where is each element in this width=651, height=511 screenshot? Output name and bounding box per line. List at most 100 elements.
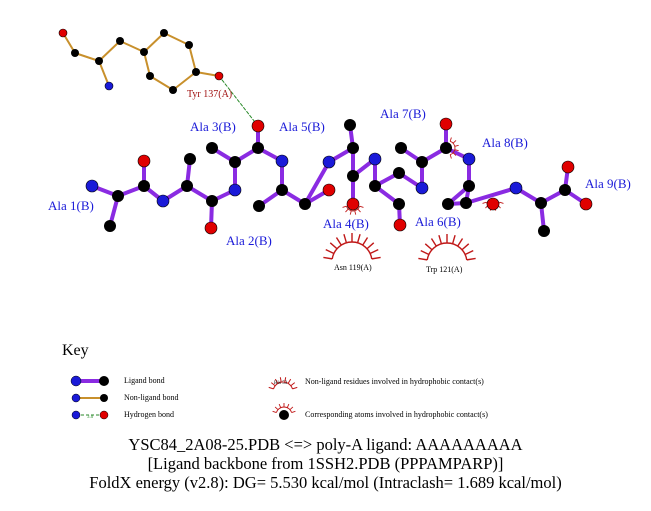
oxygen-atom — [251, 119, 265, 133]
nitrogen-atom — [85, 179, 99, 193]
nitrogen-atom — [415, 181, 429, 195]
key-hydrophobic-residue-icon — [268, 377, 298, 390]
residue-label-ala9: Ala 9(B) — [585, 176, 631, 191]
nitrogen-atom — [156, 194, 170, 208]
carbon-atom — [416, 156, 428, 168]
trp121-hydrophobic-arc-spike — [420, 250, 430, 256]
carbon-atom — [253, 200, 265, 212]
ala7-c-hydrophobic-arc-spike — [454, 149, 459, 152]
ala4-cb-hydrophobic-arc-spike — [359, 205, 364, 208]
caption-line-3: FoldX energy (v2.8): DG= 5.530 kcal/mol … — [89, 473, 562, 492]
carbon-atom — [184, 153, 196, 165]
carbon-atom — [395, 142, 407, 154]
hydrogen-bond — [218, 75, 259, 127]
asn119-hydrophobic-arc-spike — [366, 242, 375, 250]
key-hydrogen-bond-distance: 3.0 — [87, 415, 94, 420]
asn119-hydrophobic-arc-arc — [331, 241, 373, 259]
ala7-c-hydrophobic-arc-spike — [449, 137, 452, 142]
carbon-atom — [252, 142, 264, 154]
trp121-hydrophobic-arc-spike — [466, 257, 476, 261]
residue-label-ala8: Ala 8(B) — [482, 135, 528, 150]
residue-label-ala3: Ala 3(B) — [190, 119, 236, 134]
key-atom-arc-spike — [274, 406, 279, 410]
trp121-hydrophobic-arc-arc — [426, 242, 468, 260]
carbon-atom — [344, 119, 356, 131]
caption: YSC84_2A08-25.PDB <=> poly-A ligand: AAA… — [0, 435, 651, 492]
carbon-atom — [181, 180, 193, 192]
nonligand-bond — [119, 40, 145, 53]
key-residue-arc-spike — [290, 382, 296, 387]
key-residue-arc-spike — [274, 378, 279, 384]
carbon-atom — [185, 41, 193, 49]
oxygen-atom — [137, 154, 151, 168]
key-ligand-bond-n-atom — [70, 375, 82, 387]
key-corresponding-atoms-label: Corresponding atoms involved in hydropho… — [305, 410, 488, 419]
key-hydrogen-bond-n-atom — [71, 410, 81, 420]
oxygen-atom — [439, 117, 453, 131]
ligand-bond — [303, 160, 331, 206]
nitrogen-atom — [104, 81, 114, 91]
residue-label-trp121: Trp 121(A) — [426, 265, 463, 274]
oxygen-atom — [346, 197, 360, 211]
carbon-atom — [104, 220, 116, 232]
trp121-hydrophobic-arc-spike — [418, 257, 428, 261]
trp121-hydrophobic-arc — [418, 234, 476, 261]
carbon-atom — [160, 29, 168, 37]
ala4-cb-hydrophobic-arc-arc — [345, 205, 361, 212]
carbon-atom — [192, 68, 200, 76]
key-atom-arc-spike — [291, 410, 296, 413]
asn119-hydrophobic-arc-spike — [343, 233, 348, 243]
key-residue-arc-spike — [270, 382, 276, 387]
residue-label-ala7: Ala 7(B) — [380, 106, 426, 121]
nonligand-bond — [98, 40, 121, 62]
ala4-cb-hydrophobic-arc-spike — [345, 208, 349, 213]
caption-line-1: YSC84_2A08-25.PDB <=> poly-A ligand: AAA… — [128, 435, 523, 454]
ligand-bond — [464, 186, 518, 205]
nitrogen-atom — [509, 181, 523, 195]
carbon-atom — [206, 195, 218, 207]
residue-label-ala2: Ala 2(B) — [226, 233, 272, 248]
key-residue-arc-spike — [279, 377, 282, 383]
ala7-c-hydrophobic-arc-spike — [454, 144, 459, 147]
key-hydrogen-bond-o-atom — [99, 410, 109, 420]
carbon-atom — [299, 198, 311, 210]
asn119-hydrophobic-arc-spike — [335, 237, 342, 246]
key-atom-arc-spike — [272, 410, 277, 413]
asn119-hydrophobic-arc-spike — [362, 237, 369, 246]
asn119-hydrophobic-arc-spike — [356, 233, 361, 243]
key-nonligand-residues-label: Non-ligand residues involved in hydropho… — [305, 377, 484, 386]
key-atom-arc — [272, 403, 296, 413]
carbon-atom — [460, 197, 472, 209]
key-ligand-bond-c-atom — [99, 376, 109, 386]
key-graphics: 3.0 His 53 — [70, 375, 298, 420]
key-atom-arc-spike — [286, 403, 290, 408]
oxygen-atom — [214, 71, 224, 81]
residue-label-ala4: Ala 4(B) — [323, 216, 369, 231]
residue-label-ala6: Ala 6(B) — [415, 214, 461, 229]
nitrogen-atom — [368, 152, 382, 166]
ala7-c-hydrophobic-arc — [449, 137, 459, 159]
key-residue-arc-spike — [284, 377, 287, 383]
key-example-residue: His 53 — [274, 381, 288, 386]
carbon-atom — [538, 225, 550, 237]
trp121-hydrophobic-arc-spike — [424, 243, 433, 251]
key-atom-arc-spike — [278, 403, 282, 408]
key-ligand-bond-label: Ligand bond — [124, 376, 165, 385]
oxygen-atom — [579, 197, 593, 211]
atoms-layer — [58, 28, 593, 237]
ala4-cb-hydrophobic-arc-spike — [354, 210, 357, 215]
residue-label-ala1: Ala 1(B) — [48, 198, 94, 213]
carbon-atom — [95, 57, 103, 65]
ala4-cb-hydrophobic-arc-spike — [349, 210, 352, 215]
nonligand-bond — [143, 32, 165, 53]
carbon-atom — [206, 142, 218, 154]
key-nonligand-bond-n-atom — [71, 393, 81, 403]
key-residue-arc — [268, 377, 298, 390]
carbon-atom — [559, 184, 571, 196]
asn119-hydrophobic-arc — [323, 233, 381, 260]
carbon-atom — [393, 198, 405, 210]
carbon-atom — [169, 86, 177, 94]
oxygen-atom — [58, 28, 68, 38]
nonligand-bond — [143, 51, 151, 77]
